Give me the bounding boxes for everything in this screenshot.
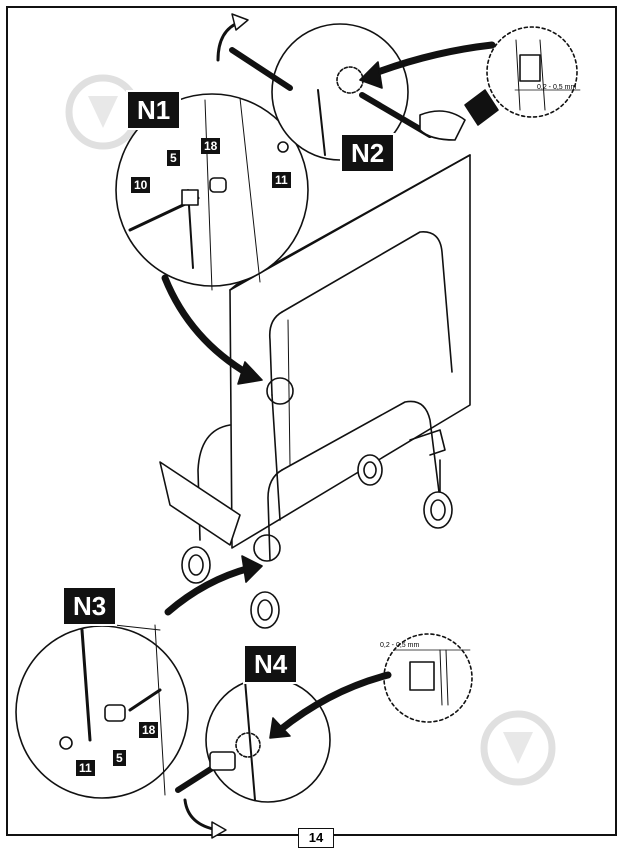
page-number: 14 — [298, 828, 334, 848]
part-number-bracket: 5 — [167, 150, 180, 166]
detail-label-n3: N3 — [61, 586, 118, 626]
part-number-spacer: 18 — [201, 138, 221, 154]
part-number-nut: 11 — [272, 172, 291, 188]
part-number-spacer: 18 — [139, 722, 159, 738]
gap-measurement-bottom: 0,2 - 0,5 mm — [380, 642, 420, 649]
part-number-bracket: 5 — [113, 750, 126, 766]
arrow-n1 — [161, 274, 254, 379]
part-number-nut: 11 — [76, 760, 95, 776]
watermark-bottom-right-icon — [480, 710, 556, 786]
detail-circle-n4 — [205, 677, 331, 803]
wheel — [181, 454, 453, 629]
detail-label-n4: N4 — [242, 644, 299, 684]
detail-label-n1: N1 — [125, 90, 182, 130]
watermark-top-left-icon — [65, 74, 141, 150]
arrow-n4 — [276, 671, 392, 734]
detail-label-n2: N2 — [339, 133, 396, 173]
part-number-bolt: 10 — [131, 177, 151, 193]
arrow-n3 — [164, 564, 254, 616]
detail-circle-n3 — [15, 625, 189, 799]
detail-circle-n2 — [271, 23, 409, 161]
arrow-n2 — [366, 41, 496, 79]
gap-measurement-top: 0,2 - 0,5 mm — [537, 84, 577, 91]
